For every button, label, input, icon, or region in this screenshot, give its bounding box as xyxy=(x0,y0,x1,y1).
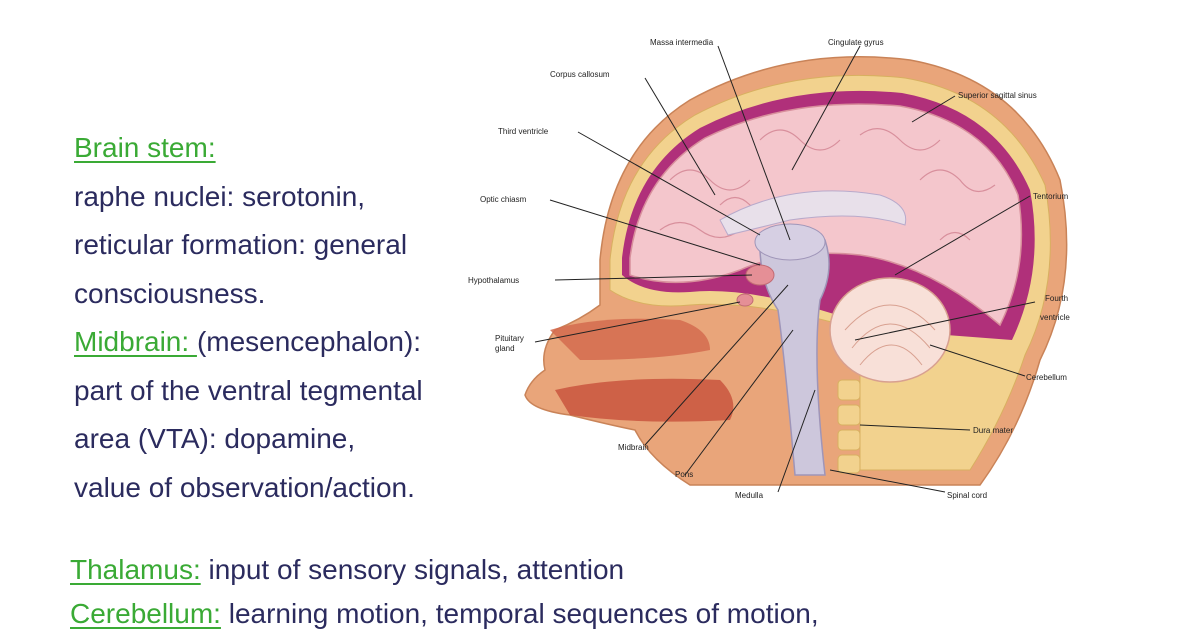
label-pituitary-gland-1: Pituitary xyxy=(495,334,524,343)
midbrain-heading-line: Midbrain: (mesencephalon): xyxy=(74,318,514,367)
midbrain-heading: Midbrain: xyxy=(74,326,197,357)
cerebellum-shape xyxy=(829,277,951,383)
brain-sagittal-diagram: Massa intermedia Cingulate gyrus Corpus … xyxy=(468,38,1070,500)
brain-stem-line-1: raphe nuclei: serotonin, xyxy=(74,180,366,212)
brain-stem-heading-line: Brain stem: xyxy=(74,124,514,173)
vertebrae xyxy=(837,379,861,474)
label-third-ventricle: Third ventricle xyxy=(498,127,549,136)
label-hypothalamus: Hypothalamus xyxy=(468,276,519,285)
gyri-lines xyxy=(659,128,996,241)
brain-stem-line-3: consciousness. xyxy=(74,277,266,309)
thalamus-shape xyxy=(754,223,826,261)
label-pons: Pons xyxy=(675,470,693,479)
midbrain-line-3: value of observation/action. xyxy=(74,471,415,503)
pituitary-shape xyxy=(736,293,754,307)
label-tentorium: Tentorium xyxy=(1033,192,1068,201)
label-medulla: Medulla xyxy=(735,491,764,500)
label-fourth-ventricle-2: ventricle xyxy=(1040,313,1070,322)
midbrain-line-2: area (VTA): dopamine, xyxy=(74,423,356,454)
label-massa-intermedia: Massa intermedia xyxy=(650,38,714,47)
cerebellum-heading: Cerebellum: xyxy=(70,598,221,629)
label-dura-mater: Dura mater xyxy=(973,426,1013,435)
bottom-text-block: Thalamus: input of sensory signals, atte… xyxy=(70,548,819,636)
cerebellum-text: learning motion, temporal sequences of m… xyxy=(220,598,819,629)
label-pituitary-gland-2: gland xyxy=(495,344,515,353)
label-corpus-callosum: Corpus callosum xyxy=(550,70,610,79)
thalamus-text: input of sensory signals, attention xyxy=(200,554,625,585)
label-optic-chiasm: Optic chiasm xyxy=(480,195,527,204)
midbrain-heading-rest: (mesencephalon): xyxy=(196,326,422,357)
label-spinal-cord: Spinal cord xyxy=(947,491,987,500)
midbrain-line-1: part of the ventral tegmental xyxy=(74,374,423,406)
oral-cavity xyxy=(555,378,734,422)
leader-lines xyxy=(534,45,1036,493)
label-cingulate-gyrus: Cingulate gyrus xyxy=(828,38,884,47)
label-midbrain: Midbrain xyxy=(618,443,649,452)
brain-stem-line-2: reticular formation: general xyxy=(74,229,408,260)
corpus-callosum xyxy=(719,190,907,236)
thalamus-heading: Thalamus: xyxy=(70,554,201,585)
left-text-block: Brain stem: raphe nuclei: serotonin, ret… xyxy=(74,124,514,512)
label-superior-sagittal-sinus: Superior sagittal sinus xyxy=(958,91,1037,100)
brain-stem-heading: Brain stem: xyxy=(74,132,216,163)
label-fourth-ventricle-1: Fourth xyxy=(1045,294,1068,303)
thalamus-line: Thalamus: input of sensory signals, atte… xyxy=(70,548,819,592)
cerebellum-line: Cerebellum: learning motion, temporal se… xyxy=(70,592,819,636)
nasal-cavity xyxy=(550,318,710,360)
label-cerebellum: Cerebellum xyxy=(1026,373,1067,382)
